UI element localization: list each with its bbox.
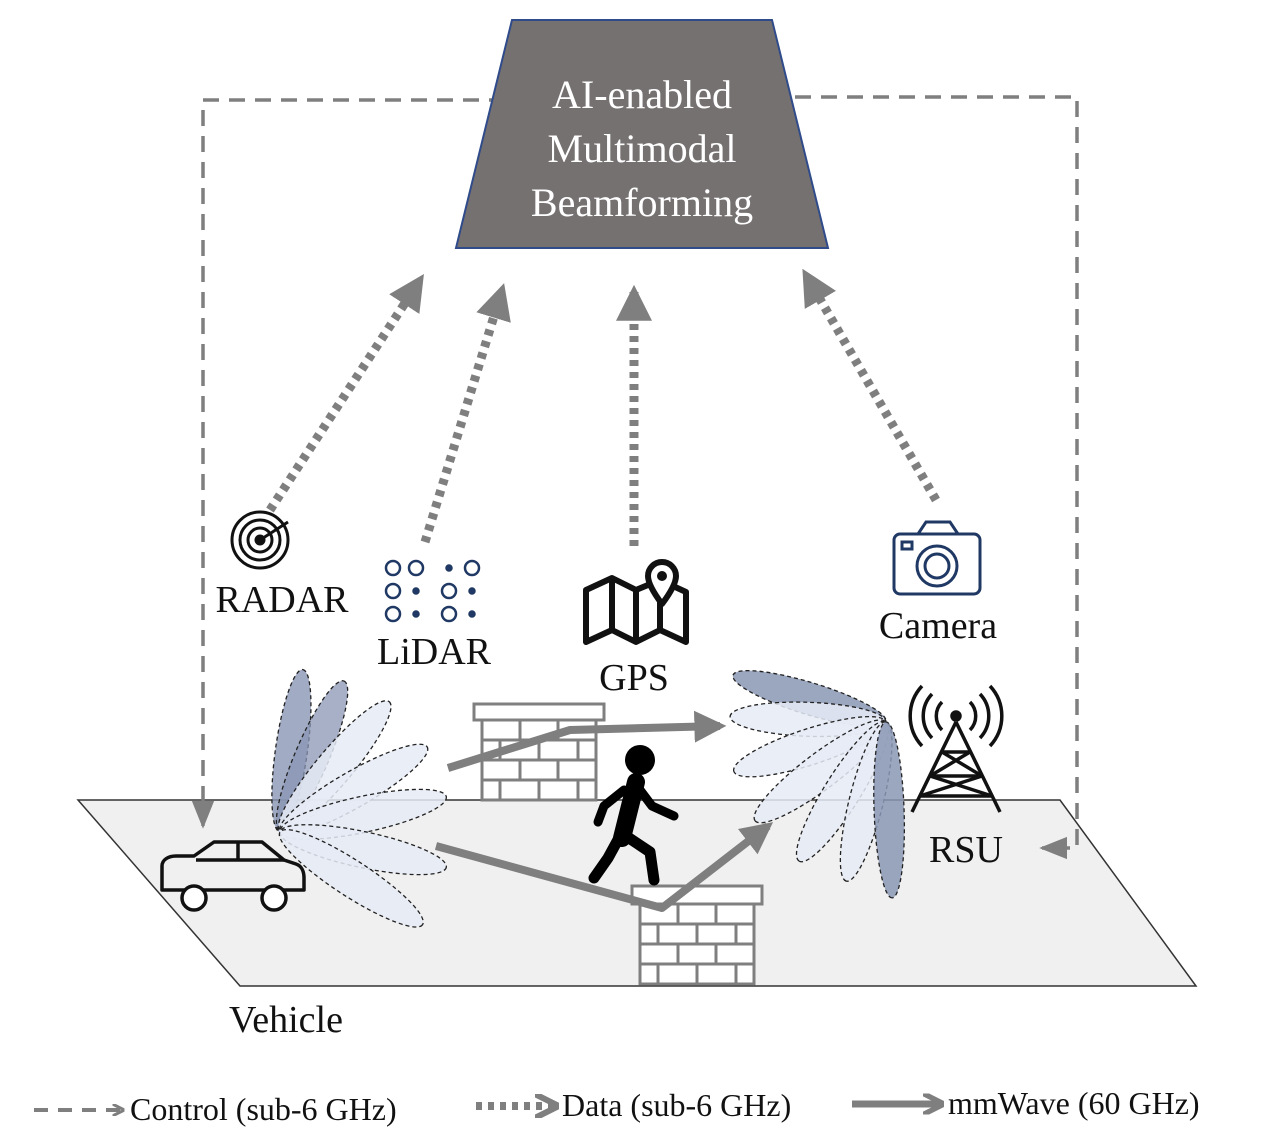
vehicle-beam-lobes	[271, 668, 448, 928]
mmwave-links	[434, 710, 774, 912]
lidar-icon	[384, 559, 481, 623]
control-loop	[191, 95, 1079, 860]
gps-label: GPS	[599, 657, 669, 699]
brick-wall-icon	[472, 702, 606, 802]
legend-mmwave-label: mmWave (60 GHz)	[948, 1085, 1200, 1121]
pedestrian-icon	[588, 745, 679, 886]
rsu-label: RSU	[929, 829, 1003, 871]
vehicle-label: Vehicle	[229, 999, 343, 1041]
mmwave-over-wall-arrow	[446, 710, 727, 772]
hub-title-line2: Multimodal	[548, 126, 737, 171]
car-icon	[160, 840, 306, 912]
cell-tower-icon	[908, 684, 1004, 813]
camera-icon	[892, 520, 982, 596]
vehicle-lobe	[279, 824, 448, 876]
data-links	[266, 268, 940, 546]
lidar-data-arrow	[420, 283, 511, 544]
camera-data-arrow	[802, 268, 940, 503]
radar-data-arrow	[266, 273, 424, 513]
mmwave-reflect-arrow	[434, 822, 774, 912]
camera-label: Camera	[879, 605, 997, 647]
ai-beamforming-hub	[454, 19, 830, 249]
gps-map-icon	[583, 559, 689, 645]
vehicle-lobe	[278, 828, 424, 928]
legend: Control (sub-6 GHz) Data (sub-6 GHz) mmW…	[34, 1085, 1200, 1127]
hub-title-line1: AI-enabled	[552, 72, 732, 117]
rsu-beam-lobes	[729, 670, 906, 899]
hub-title-line3: Beamforming	[531, 180, 753, 225]
legend-control-label: Control (sub-6 GHz)	[130, 1091, 397, 1127]
radar-label: RADAR	[215, 579, 349, 621]
legend-data-label: Data (sub-6 GHz)	[562, 1087, 791, 1123]
lidar-label: LiDAR	[377, 631, 492, 673]
rsu-lobe	[873, 721, 906, 899]
radar-icon	[230, 510, 290, 570]
brick-wall-icon-2	[630, 884, 764, 986]
